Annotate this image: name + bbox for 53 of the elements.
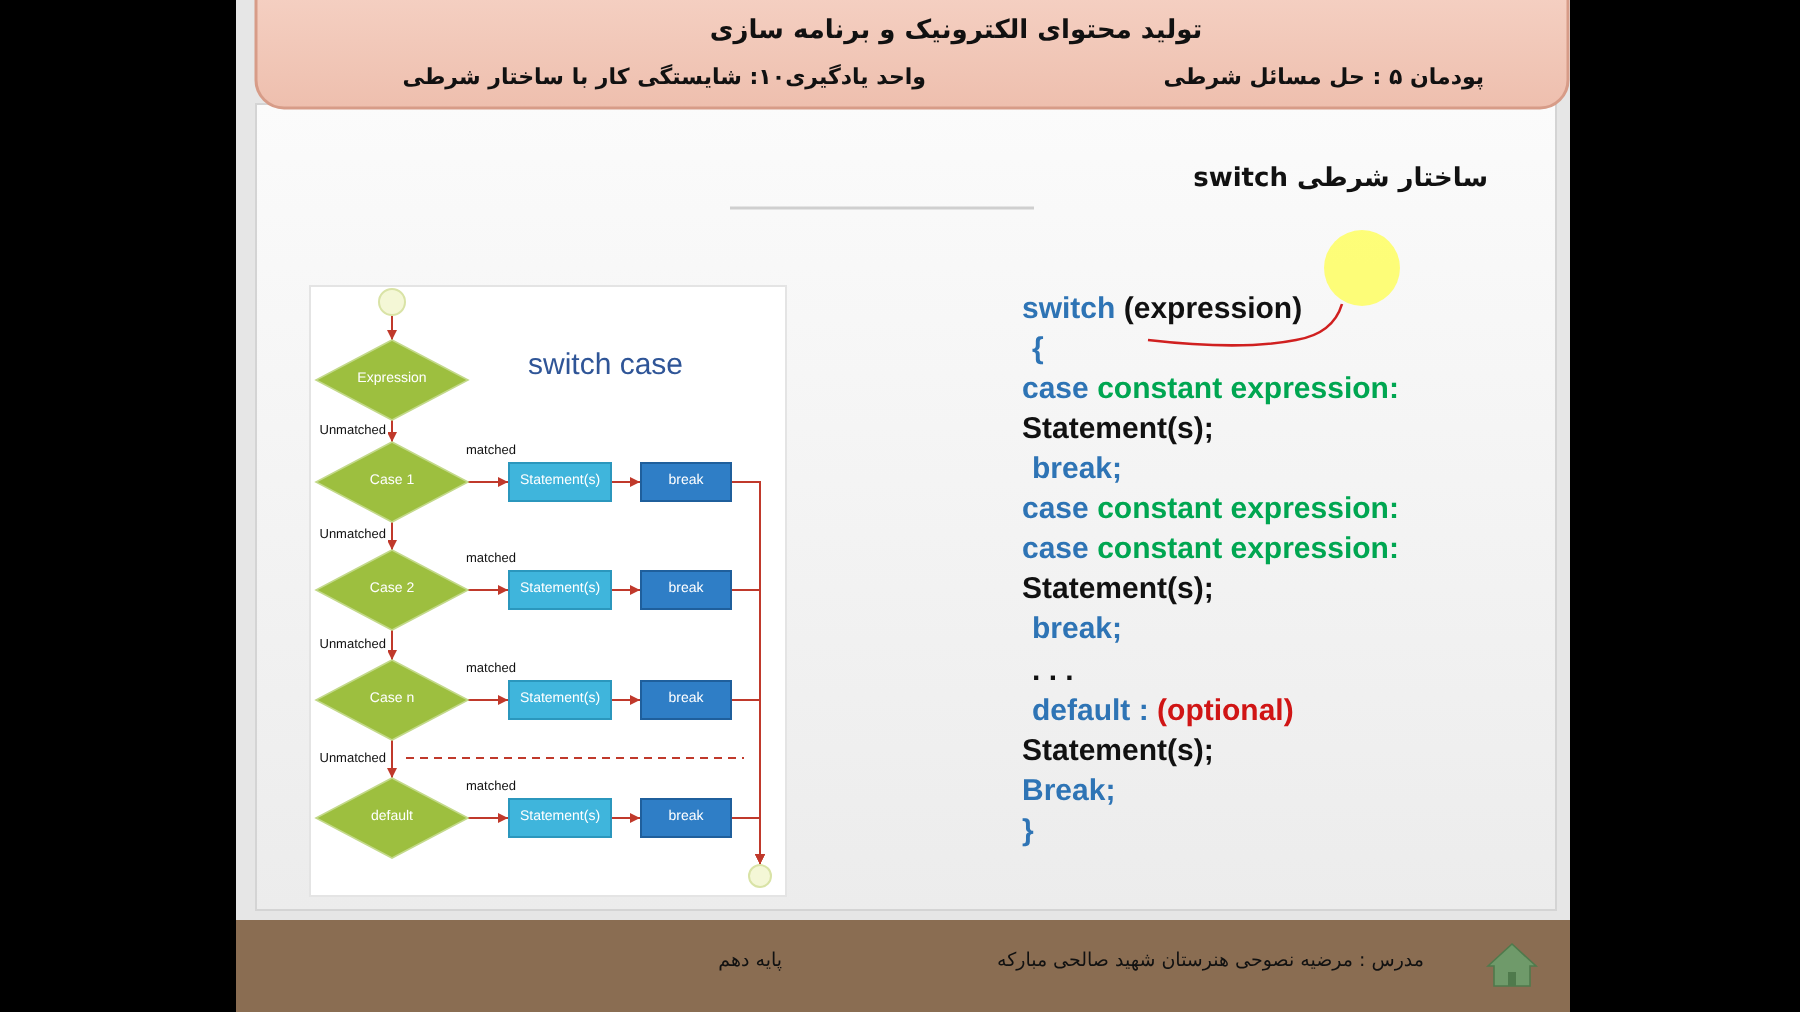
flow-arrow — [467, 585, 509, 595]
module-title: پودمان ۵ : حل مسائل شرطی — [1163, 64, 1484, 91]
slide-title: ساختار شرطی switch — [1193, 164, 1488, 196]
process-rectangle — [640, 680, 732, 720]
chart-heading: switch case — [528, 348, 684, 384]
flow-arrow — [611, 585, 641, 595]
code-text: case — [1022, 534, 1089, 567]
process-rectangle — [640, 570, 732, 610]
code-text: switch — [1022, 294, 1116, 327]
flow-arrow — [731, 817, 765, 865]
code-text: break; — [1032, 614, 1123, 647]
process-rectangle — [640, 798, 732, 838]
flow-arrow — [467, 477, 509, 487]
code-text: Statement(s); — [1022, 414, 1214, 447]
process-rectangle — [508, 680, 612, 720]
code-text: Break; — [1022, 776, 1116, 809]
code-text: constant expression: — [1097, 534, 1399, 567]
process-rectangle — [508, 570, 612, 610]
process-rectangle — [640, 462, 732, 502]
flow-arrow — [611, 813, 641, 823]
code-text: case — [1022, 374, 1089, 407]
code-text: constant expression: — [1097, 374, 1399, 407]
code-text: (expression) — [1123, 294, 1303, 327]
flow-arrow — [387, 739, 397, 779]
code-text: default : — [1032, 696, 1149, 729]
code-text: case — [1022, 494, 1089, 527]
flow-arrow — [387, 315, 397, 341]
flow-arrow — [387, 419, 397, 443]
code-text: } — [1022, 816, 1034, 849]
code-text: (optional) — [1157, 696, 1294, 729]
code-text: Statement(s); — [1022, 574, 1214, 607]
footer-text: مدرس : مرضیه نصوحی هنرستان شهید صالحی مبارکه — [996, 950, 1424, 973]
decision-diamond — [316, 442, 468, 522]
flow-arrow — [467, 813, 509, 823]
flow-arrow — [611, 695, 641, 705]
code-text: break; — [1032, 454, 1123, 487]
course-title: تولید محتوای الکترونیک و برنامه سازی — [709, 16, 1203, 48]
process-rectangle — [508, 798, 612, 838]
flow-arrow — [611, 477, 641, 487]
decision-diamond — [316, 660, 468, 740]
code-text: . . . — [1032, 656, 1074, 689]
process-rectangle — [508, 462, 612, 502]
footer-text: پایه دهم — [718, 950, 782, 973]
code-text: constant expression: — [1097, 494, 1399, 527]
flow-arrow — [387, 629, 397, 661]
code-text: { — [1032, 334, 1044, 367]
decision-diamond — [316, 550, 468, 630]
flow-arrow — [387, 521, 397, 551]
code-text: Statement(s); — [1022, 736, 1214, 769]
unit-title: واحد یادگیری۱۰: شایستگی کار با ساختار شرطی — [402, 64, 926, 91]
decision-diamond — [316, 340, 468, 420]
flow-arrow — [467, 695, 509, 705]
decision-diamond — [316, 778, 468, 858]
